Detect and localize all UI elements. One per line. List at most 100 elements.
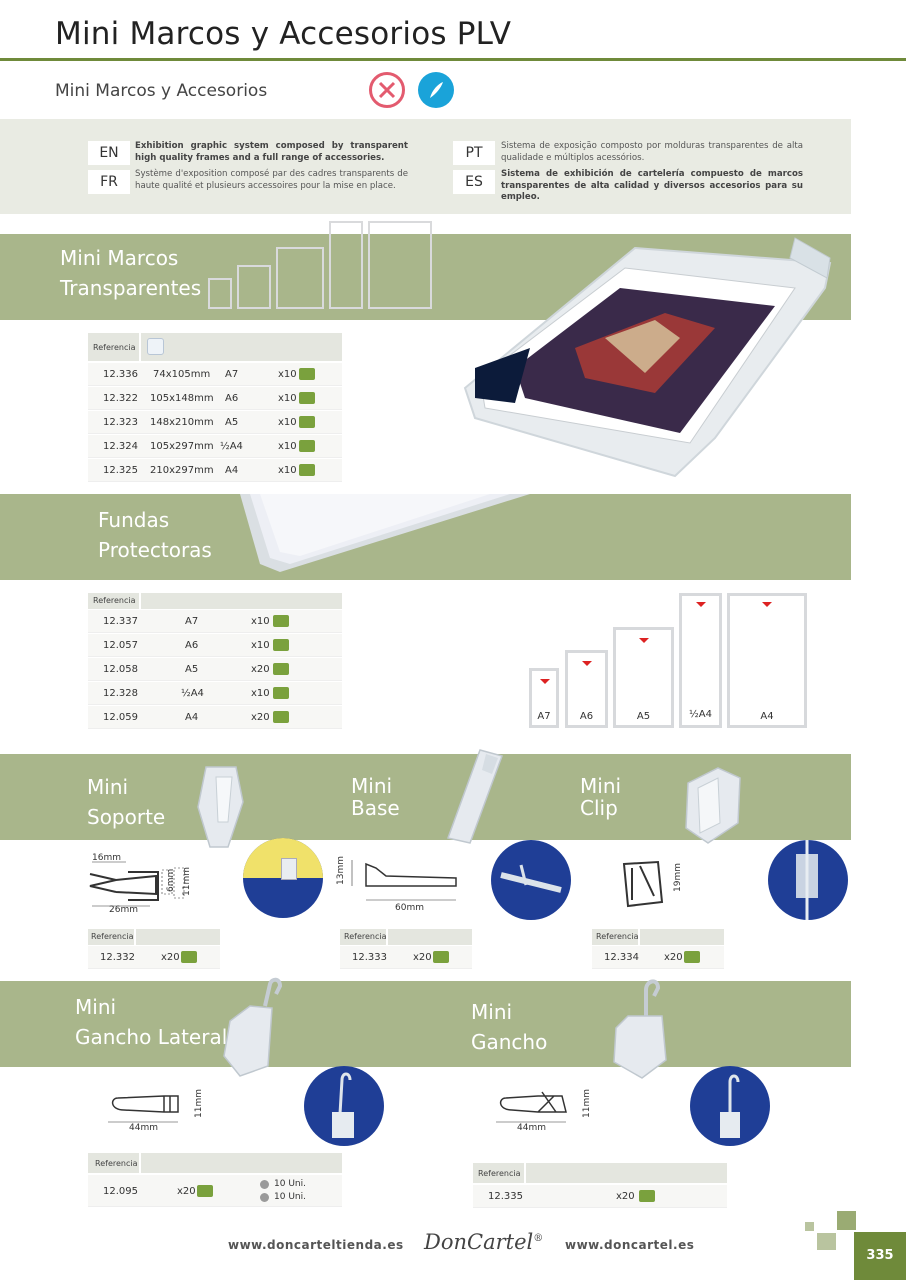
cell-format: A4: [225, 465, 239, 476]
section-band-hooks: [0, 981, 851, 1067]
table-header: Referencia: [88, 333, 139, 361]
clip-table: Referencia 12.334 x20: [592, 929, 724, 969]
cell-format: ½A4: [220, 441, 243, 452]
decor-square: [837, 1211, 856, 1230]
frame-outline-a7: [208, 278, 232, 309]
frame-outline-a6: [237, 265, 271, 309]
cell-format: A4: [185, 712, 199, 723]
cell-size: 74x105mm: [153, 369, 211, 380]
box-icon: [273, 615, 289, 627]
cell-ref: 12.337: [103, 616, 138, 627]
mini-soporte-drawing: [89, 861, 185, 907]
section-title-mini-marcos: Mini Marcos Transparentes: [60, 246, 202, 300]
base-detail-image: [491, 840, 571, 920]
table-row: 12.323 148x210mm A5 x10: [88, 411, 342, 434]
clip-detail-image: [768, 840, 848, 920]
table-header-blank: [136, 929, 220, 945]
table-row: 12.324 105x297mm ½A4 x10: [88, 435, 342, 458]
box-icon: [299, 464, 315, 476]
cell-units: 10 Uni.: [274, 1179, 306, 1189]
decor-square: [817, 1233, 836, 1250]
cell-format: A5: [225, 417, 239, 428]
dim-label: 11mm: [182, 867, 192, 896]
red-marker-icon: [582, 661, 592, 666]
pocket-a4: A4: [727, 593, 807, 728]
table-header: Referencia: [340, 929, 387, 945]
cell-qty: x10: [278, 369, 297, 380]
gancho-drawing: [496, 1091, 567, 1123]
table-header-blank: [141, 1153, 342, 1173]
cell-qty: x20: [161, 952, 180, 963]
table-header-referencia: Referencia: [91, 932, 134, 941]
table-header-referencia: Referencia: [95, 1159, 138, 1168]
table-header: Referencia: [88, 593, 139, 609]
decor-square: [805, 1222, 814, 1231]
table-header-referencia: Referencia: [93, 596, 136, 605]
cell-ref: 12.325: [103, 465, 138, 476]
gancho-table: Referencia 12.335 x20: [473, 1163, 727, 1208]
box-icon: [299, 416, 315, 428]
cell-qty: x10: [278, 393, 297, 404]
table-header: Referencia: [88, 929, 134, 945]
cell-qty: x20: [177, 1186, 196, 1197]
section-title-fundas: Fundas Protectoras: [98, 508, 212, 562]
dim-label: 11mm: [194, 1089, 204, 1118]
box-icon: [299, 368, 315, 380]
box-icon: [273, 711, 289, 723]
red-marker-icon: [762, 602, 772, 607]
table-header-image: [141, 333, 342, 361]
dim-label: 16mm: [92, 853, 121, 863]
table-row: 12.322 105x148mm A6 x10: [88, 387, 342, 410]
table-header-referencia: Referencia: [596, 932, 639, 941]
cell-ref: 12.336: [103, 369, 138, 380]
gancho-detail-image: [690, 1066, 770, 1146]
red-marker-icon: [696, 602, 706, 607]
cell-qty: x20: [413, 952, 432, 963]
gancho-product-image: [613, 979, 667, 1079]
pocket-label: A4: [760, 711, 774, 722]
dim-label: 11mm: [582, 1089, 592, 1118]
pocket-a5: A5: [613, 627, 674, 728]
footer-url-site[interactable]: www.doncartel.es: [565, 1238, 695, 1252]
table-header-referencia: Referencia: [93, 343, 136, 352]
cell-qty: x10: [278, 441, 297, 452]
table-header-blank: [526, 1163, 727, 1183]
cell-ref: 12.323: [103, 417, 138, 428]
table-row: 12.334 x20: [592, 946, 724, 969]
section-title-clip: Mini Clip: [580, 774, 622, 820]
registered-mark: ®: [533, 1233, 544, 1244]
pocket-half-a4: ½A4: [679, 593, 722, 728]
cell-qty: x10: [251, 640, 270, 651]
cell-ref: 12.334: [604, 952, 639, 963]
cell-size: 148x210mm: [150, 417, 214, 428]
lang-code-en: EN: [88, 141, 130, 165]
cell-qty: x10: [251, 616, 270, 627]
red-marker-icon: [639, 638, 649, 643]
box-icon: [299, 440, 315, 452]
footer-url-shop[interactable]: www.doncarteltienda.es: [228, 1238, 404, 1252]
title-divider: [0, 58, 906, 61]
lang-code-fr: FR: [88, 170, 130, 194]
dim-label: 6mm: [166, 868, 176, 892]
dim-label: 44mm: [129, 1123, 158, 1133]
soporte-table: Referencia 12.332 x20: [88, 929, 220, 969]
table-header-referencia: Referencia: [478, 1169, 521, 1178]
pocket-a7: A7: [529, 668, 559, 728]
table-row: 12.095 x20 10 Uni. 10 Uni.: [88, 1175, 342, 1207]
box-icon: [299, 392, 315, 404]
table-header-blank: [388, 929, 472, 945]
fundas-table: Referencia 12.337 A7 x10 12.057 A6 x10 1…: [88, 593, 342, 733]
box-icon: [197, 1185, 213, 1197]
lang-code-pt: PT: [453, 141, 495, 165]
pocket-label: A6: [579, 711, 594, 722]
gancho-lateral-detail-image: [304, 1066, 384, 1146]
table-row: 12.328 ½A4 x10: [88, 682, 342, 705]
gancho-lateral-product-image: [223, 977, 283, 1077]
frame-outline-a5: [276, 247, 324, 309]
lang-text-pt: Sistema de exposição composto por moldur…: [501, 141, 803, 163]
cell-format: ½A4: [181, 688, 204, 699]
protective-sleeves-image: [240, 494, 530, 572]
cell-qty: x20: [616, 1191, 635, 1202]
cell-ref: 12.335: [488, 1191, 523, 1202]
gancho-lateral-drawing: [108, 1095, 179, 1123]
